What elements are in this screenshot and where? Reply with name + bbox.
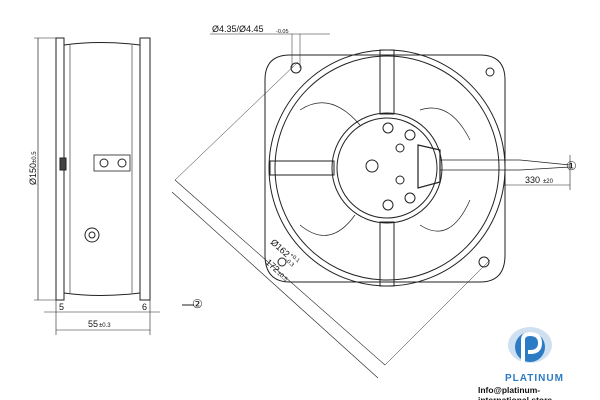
front-view (264, 49, 571, 287)
cable-length-dim: 330 (525, 175, 540, 185)
logo-email[interactable]: Info@platinum-international.store (478, 385, 553, 400)
depth-55-dim: 55 (88, 319, 98, 329)
diameter-162-tol-lower: -0.3 (284, 258, 295, 269)
logo-name: PLATINUM (505, 373, 564, 384)
diameter-162-tol-upper: +0.1 (288, 252, 300, 264)
cable-callout: ① (566, 159, 577, 173)
diameter-150-tol: ±0.5 (32, 151, 38, 163)
flange-left-dim: 5 (59, 302, 64, 312)
side-view (34, 37, 160, 335)
depth-55-tol: ±0.3 (99, 323, 111, 329)
flange-right-dim: 6 (142, 302, 147, 312)
mount-hole-dim: Ø4.35/Ø4.45 (212, 24, 264, 34)
cable-length-tol: ±20 (543, 179, 554, 185)
mount-hole-tol: -0.05 (276, 29, 289, 35)
platinum-logo-icon (508, 327, 552, 365)
airflow-callout: ② (192, 297, 203, 311)
diameter-150-dim: Ø150 (28, 163, 38, 185)
